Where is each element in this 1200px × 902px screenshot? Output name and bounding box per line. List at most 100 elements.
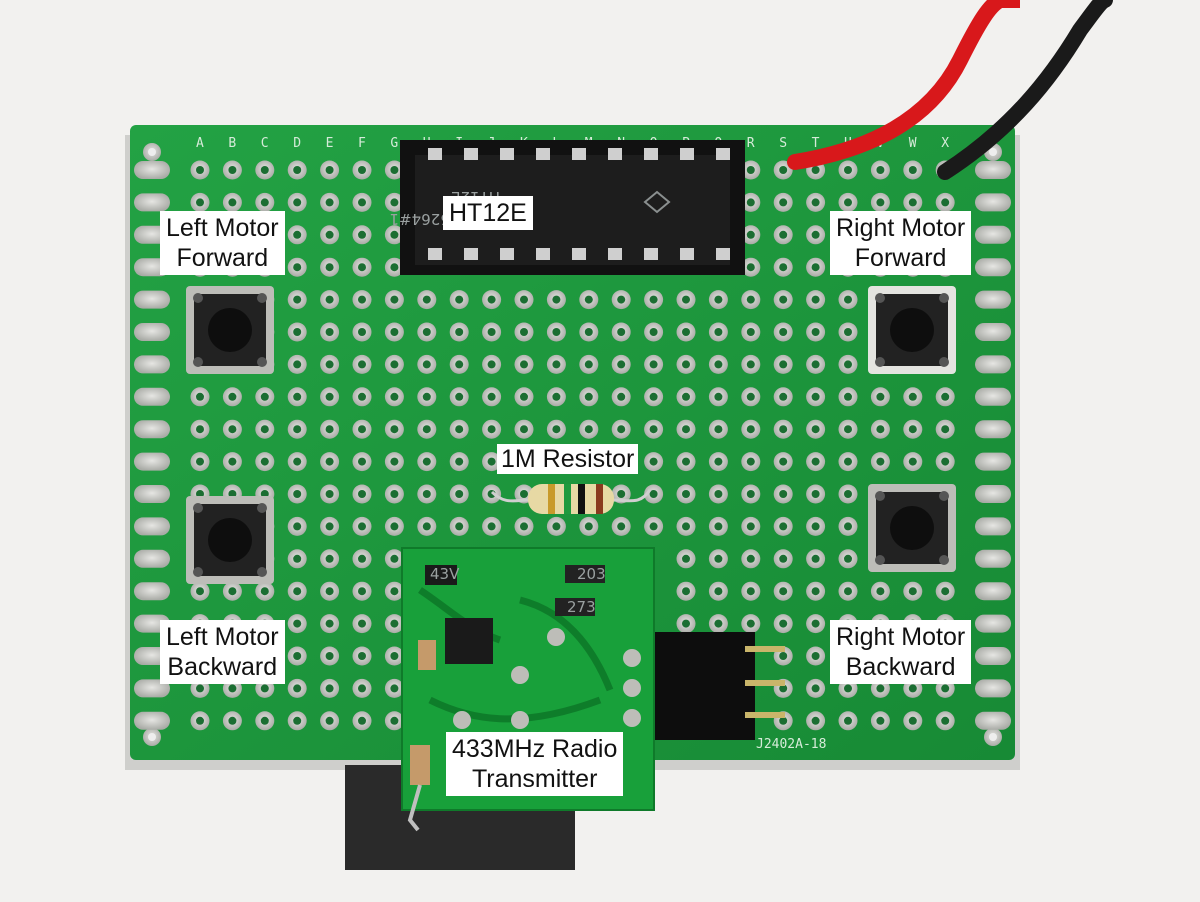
pad-drill — [358, 392, 366, 401]
button-pin — [875, 555, 885, 565]
pad-drill — [196, 684, 204, 693]
pad-drill — [390, 554, 399, 563]
pad-drill — [649, 328, 658, 336]
pad-drill — [293, 457, 302, 466]
pad-drill — [779, 652, 788, 660]
pad-drill — [714, 295, 723, 304]
chip-pin — [608, 148, 622, 160]
label-line: Left Motor — [166, 623, 279, 651]
pad-drill — [325, 490, 334, 498]
smd-code-2: 273 — [567, 598, 596, 616]
smd-code-1: 203 — [577, 565, 606, 583]
edge-pad — [134, 387, 170, 406]
edge-pad — [134, 517, 170, 536]
column-letter: F — [358, 136, 366, 151]
pad-drill — [390, 522, 399, 531]
pad-drill — [325, 295, 334, 304]
pad-drill — [358, 684, 366, 693]
edge-pad — [134, 193, 170, 212]
label-line: Forward — [176, 244, 269, 272]
pad-drill — [682, 425, 690, 434]
pad-drill — [293, 587, 302, 596]
pad-drill — [746, 522, 755, 531]
button-pin — [875, 293, 885, 303]
pad-drill — [844, 587, 852, 596]
button-pin — [193, 567, 203, 577]
pad-drill — [487, 295, 496, 304]
button-pin — [193, 357, 203, 367]
pad-drill — [487, 522, 496, 531]
pad-drill — [844, 360, 852, 369]
pad-drill — [649, 457, 658, 466]
chip-pin — [608, 248, 622, 260]
chip-pin — [428, 148, 442, 160]
pad-drill — [325, 360, 334, 369]
pad-drill — [260, 166, 269, 174]
button-pin — [875, 357, 885, 367]
pad-drill — [779, 587, 788, 596]
pad-drill — [584, 295, 593, 304]
pad-drill — [390, 295, 399, 304]
pad-drill — [682, 295, 690, 304]
pad-drill — [228, 166, 237, 174]
pad-drill — [941, 684, 950, 693]
pad-drill — [682, 457, 690, 466]
column-letter: A — [196, 136, 204, 151]
pad-drill — [746, 230, 755, 239]
edge-pad — [975, 711, 1011, 730]
pad-drill — [358, 328, 366, 336]
pad-drill — [228, 392, 237, 401]
pad-drill — [779, 716, 788, 725]
pad-drill — [584, 328, 593, 336]
pad-drill — [358, 198, 366, 207]
pad-drill — [390, 652, 399, 660]
edge-pad — [134, 323, 170, 341]
button-pin — [257, 357, 267, 367]
mounting-holes — [143, 143, 1002, 746]
pad-drill — [520, 522, 528, 531]
pad-drill — [746, 554, 755, 563]
pad-drill — [228, 587, 237, 596]
pad-drill — [390, 716, 399, 725]
pad-drill — [260, 716, 269, 725]
pad-drill — [746, 619, 755, 628]
column-letter: T — [812, 136, 820, 151]
pad-drill — [649, 295, 658, 304]
pad-drill — [811, 198, 820, 207]
column-letter: G — [390, 136, 398, 151]
pad-drill — [908, 587, 917, 596]
pad-drill — [779, 230, 788, 239]
left-backward-button-part — [186, 496, 274, 584]
column-letter: C — [261, 136, 269, 151]
pad-drill — [941, 716, 950, 725]
pad-drill — [714, 328, 723, 336]
label-line: Forward — [854, 244, 947, 272]
button-cap — [208, 518, 252, 562]
pad-drill — [325, 425, 334, 434]
pad-drill — [811, 587, 820, 596]
pad-drill — [552, 425, 561, 434]
pad-drill — [325, 166, 334, 174]
pad-drill — [455, 328, 464, 336]
pad-drill — [746, 263, 755, 272]
column-letter: S — [779, 136, 787, 151]
edge-pad — [975, 485, 1011, 503]
pad-drill — [746, 295, 755, 304]
pad-drill — [455, 360, 464, 369]
edge-pad — [134, 420, 170, 439]
edge-pad — [975, 517, 1011, 536]
pad-drill — [422, 457, 431, 466]
pad-drill — [487, 392, 496, 401]
pad-drill — [325, 522, 334, 531]
pad-drill — [293, 652, 302, 660]
chip-pin — [464, 248, 478, 260]
pad-drill — [390, 425, 399, 434]
edge-pad — [975, 614, 1011, 633]
pad-drill — [779, 684, 788, 693]
pad-drill — [325, 684, 334, 693]
pad-drill — [941, 457, 950, 466]
pad-drill — [682, 328, 690, 336]
pad-drill — [358, 230, 366, 239]
edge-pad — [975, 387, 1011, 406]
edge-pad — [975, 258, 1011, 277]
